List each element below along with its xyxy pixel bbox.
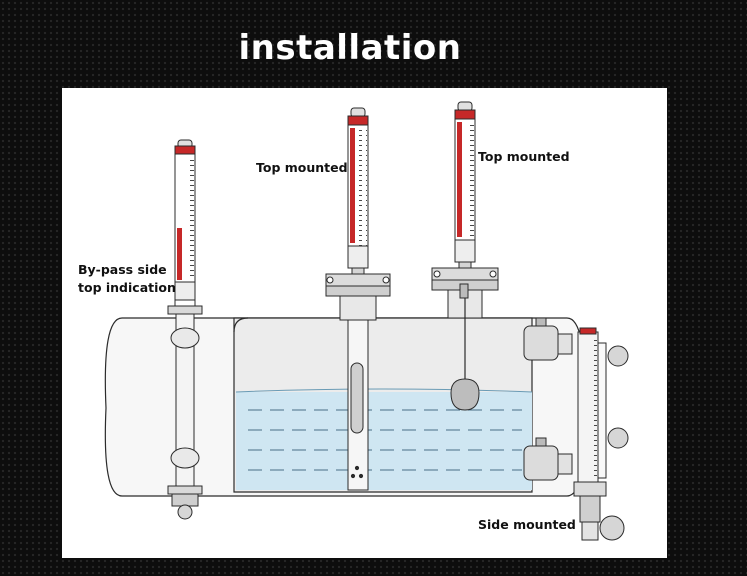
installation-diagram-panel: By-pass side top indication Top mounted … (62, 88, 667, 558)
top-mounted-gauge-1 (325, 107, 391, 491)
top-mounted-label-2: Top mounted (478, 149, 570, 164)
bypass-gauge (167, 139, 203, 520)
bypass-label: By-pass side top indication (78, 262, 176, 295)
top-mounted-gauge-2 (431, 101, 499, 411)
side-mounted-label: Side mounted (478, 517, 576, 532)
liquid (235, 388, 533, 490)
page-title: installation (238, 28, 462, 68)
installation-diagram (104, 101, 629, 541)
top-mounted-label-1: Top mounted (256, 160, 348, 175)
side-mounted-gauge (523, 317, 629, 541)
